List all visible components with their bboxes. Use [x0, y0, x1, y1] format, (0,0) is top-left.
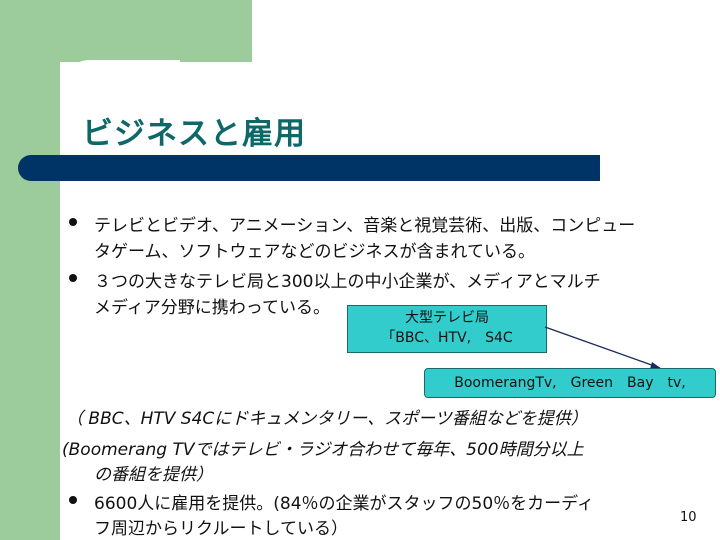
bullet-text: ３つの大きなテレビ局と300以上の中小企業が、メディアとマルチ: [94, 272, 601, 292]
bullet-icon: [69, 218, 77, 226]
bullet-icon: [69, 274, 77, 282]
note-text: （ BBC、HTV S4Cにドキュメンタリー、スポーツ番組などを提供）: [66, 409, 588, 429]
bullet-text: フ周辺からリクルートしている）: [94, 519, 348, 539]
bullet-text: メディア分野に携わっている。: [94, 298, 330, 318]
callout-line: 大型テレビ局: [405, 310, 489, 326]
arrowhead-icon: [650, 362, 662, 369]
callout-major-broadcasters: 大型テレビ局 「BBC、HTV, S4C: [347, 305, 547, 353]
bullet-icon: [69, 496, 77, 504]
slide-title: ビジネスと雇用: [82, 116, 306, 152]
title-underline-bar: [18, 155, 600, 181]
decor-green-strip: [0, 0, 60, 540]
note-text: の番組を提供）: [94, 465, 213, 485]
callout-other-broadcasters: BoomerangTv, Green Bay tv,: [424, 368, 716, 398]
page-number: 10: [680, 510, 697, 525]
bullet-text: 6600人に雇用を提供。(84％の企業がスタッフの50％をカーディ: [94, 494, 594, 514]
callout-line: 「BBC、HTV, S4C: [381, 330, 513, 346]
bullet-text: タゲーム、ソフトウェアなどのビジネスが含まれている。: [94, 242, 535, 262]
bullet-text: テレビとビデオ、アニメーション、音楽と視覚芸術、出版、コンピュー: [94, 216, 636, 236]
note-text: (Boomerang TVではテレビ・ラジオ合わせて毎年、500時間分以上: [62, 440, 584, 460]
